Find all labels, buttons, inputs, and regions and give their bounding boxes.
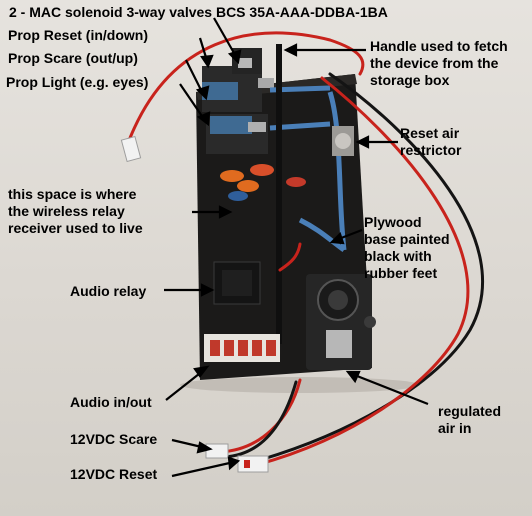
arrow-audio-io — [165, 369, 205, 401]
reset-restrictor-label: Reset air restrictor — [400, 125, 462, 158]
prop-light-label: Prop Light (e.g. eyes) — [6, 74, 149, 90]
prop-reset-label: Prop Reset (in/down) — [8, 27, 148, 43]
arrow-title-head — [227, 49, 242, 65]
plug-prop-light — [120, 135, 142, 163]
wiring — [128, 31, 484, 467]
solenoid-valve-bottom — [206, 114, 268, 154]
title-label: 2 - MAC solenoid 3-way valves BCS 35A-AA… — [9, 4, 388, 20]
scare-12vdc-label: 12VDC Scare — [70, 431, 158, 447]
air-restrictor — [332, 126, 354, 156]
arrow-reset — [171, 460, 235, 478]
handle-label: Handle used to fetch the device from the… — [370, 38, 508, 88]
plywood-base-label: Plywood base painted black with rubber f… — [364, 214, 450, 281]
wireless-space-label: this space is where the wireless relay r… — [8, 186, 143, 236]
wire-connectors — [220, 164, 306, 201]
plug-12vdc-scare — [205, 443, 229, 459]
reset-12vdc-label: 12VDC Reset — [70, 466, 158, 482]
prop-scare-label: Prop Scare (out/up) — [8, 50, 138, 66]
annotation-arrows — [164, 17, 429, 478]
regulated-air-label: regulated air in — [438, 403, 502, 436]
pressure-regulator — [306, 274, 376, 370]
audio-relay-label: Audio relay — [70, 283, 147, 299]
solenoid-valve-top — [202, 48, 274, 112]
plug-12vdc-reset — [237, 455, 269, 473]
arrow-regulated-air — [351, 372, 429, 406]
audio-relay-photo — [213, 261, 261, 305]
handle-rod — [276, 44, 282, 344]
terminal-block — [204, 334, 280, 362]
audio-io-label: Audio in/out — [70, 394, 152, 410]
